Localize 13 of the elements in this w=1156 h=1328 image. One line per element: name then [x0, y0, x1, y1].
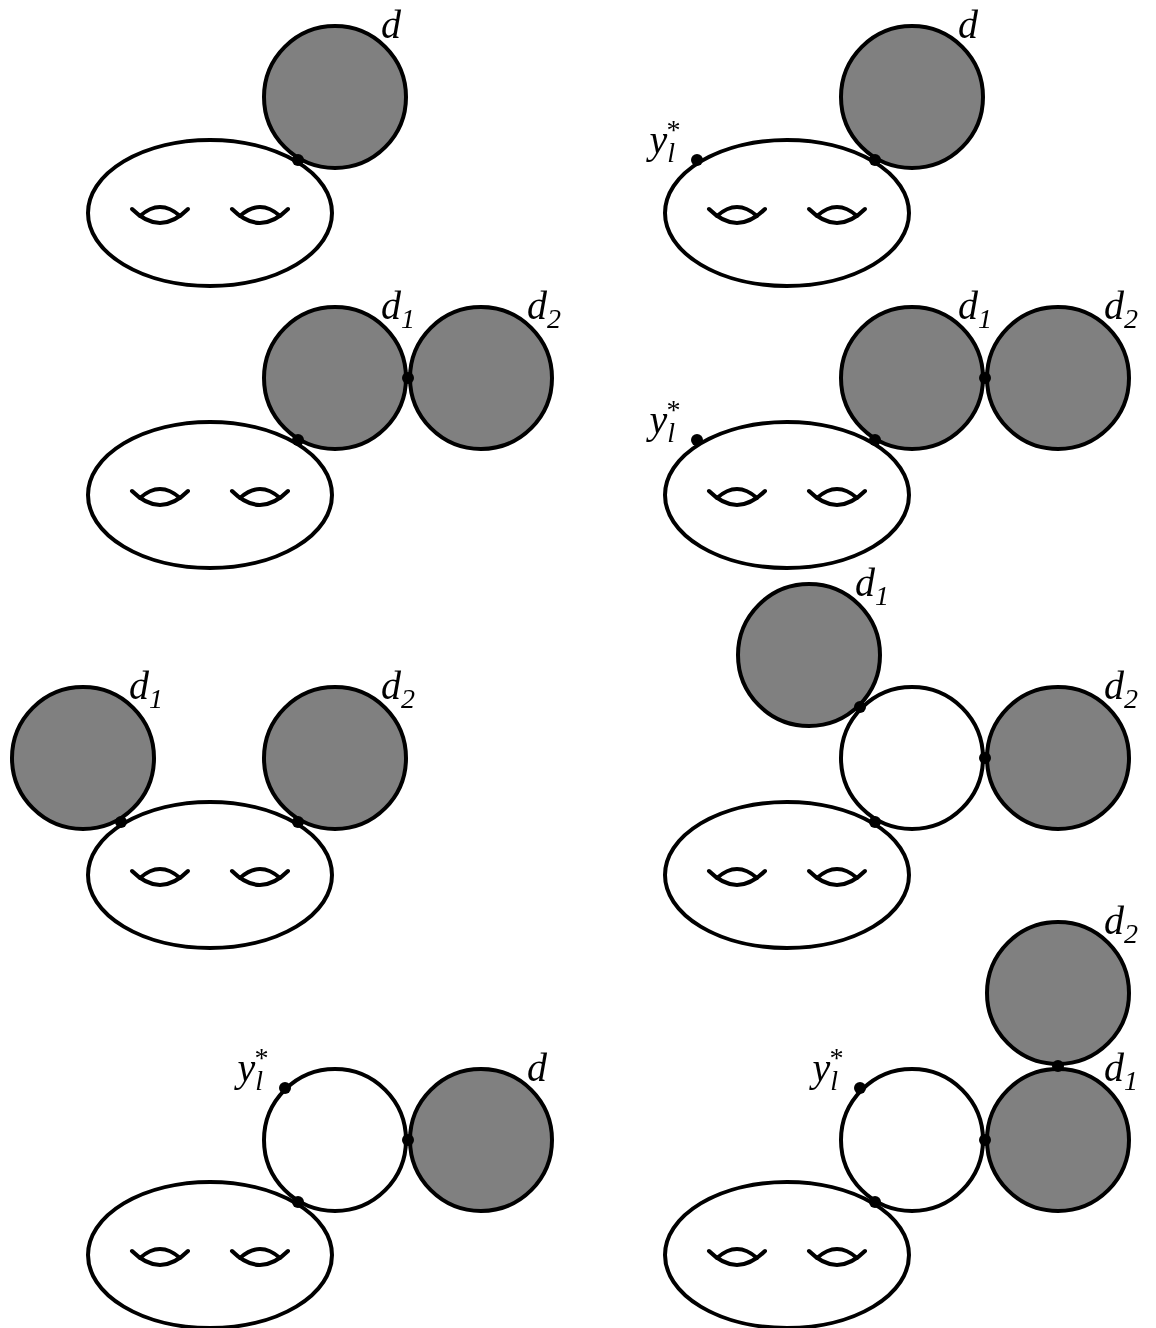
disc-label: d$_{2}$ [381, 666, 415, 706]
disc-label: d$_{2}$ [1104, 666, 1138, 706]
disc-label: d$_{2}$ [1104, 286, 1138, 326]
disc-label: d$_{1}$ [129, 666, 163, 706]
disc-label: d$_{2}$ [1104, 901, 1138, 941]
disc-label: d$_{1}$ [381, 286, 415, 326]
disc-label: d$_{1}$ [855, 563, 889, 603]
disc-label: d$_{1}$ [1104, 1048, 1138, 1088]
disc-label: d [527, 1048, 547, 1088]
disc-label: d [381, 5, 401, 45]
disc-label: d$_{1}$ [958, 286, 992, 326]
disc-label: d [958, 5, 978, 45]
disc-label: d$_{2}$ [527, 286, 561, 326]
